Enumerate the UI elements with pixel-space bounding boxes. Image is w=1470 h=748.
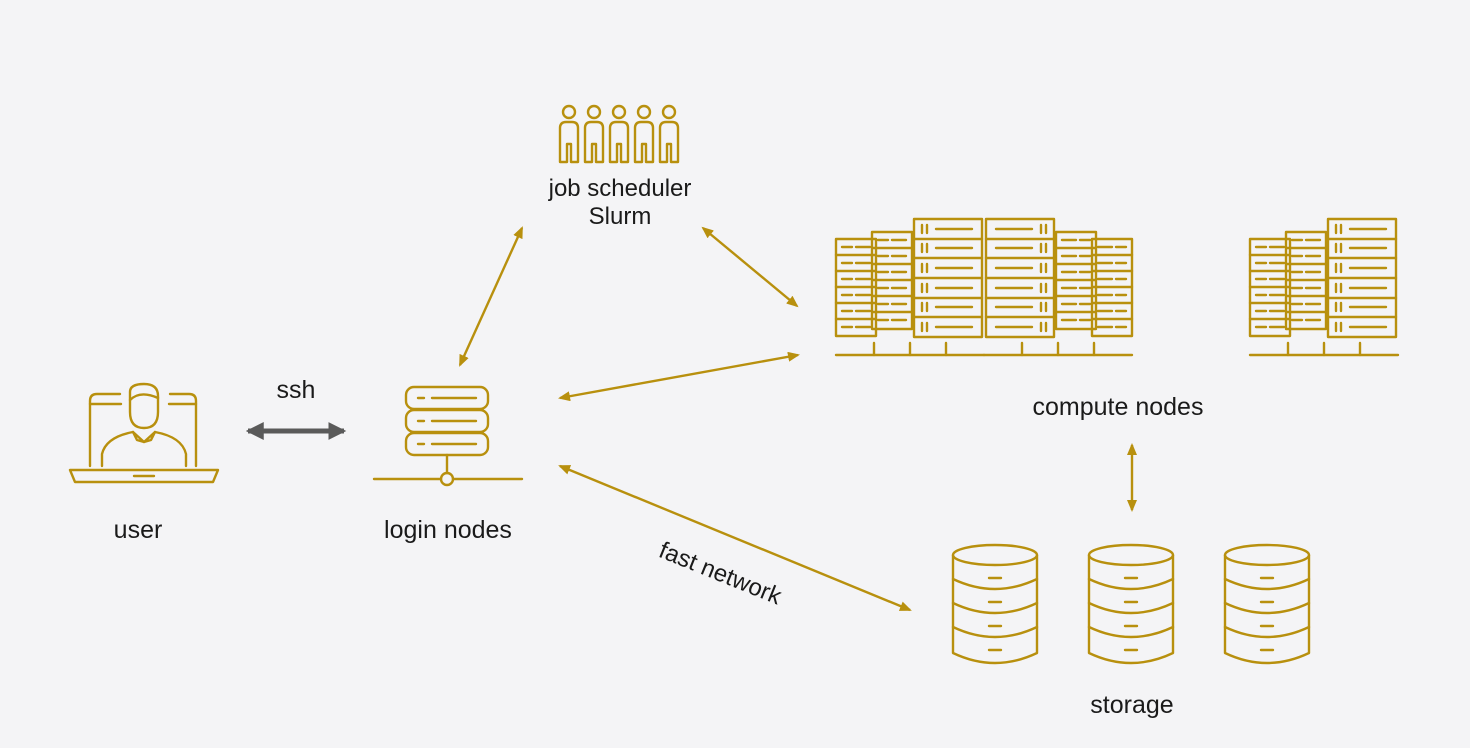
scheduler-people-icon: [558, 104, 680, 164]
login-storage-arrow: [558, 464, 912, 612]
compute-rack-icon: [984, 219, 1132, 355]
login-compute-arrow: [558, 351, 800, 402]
login-server-icon: [372, 385, 524, 487]
ssh-label: ssh: [276, 376, 316, 404]
storage-database-icon: [951, 543, 1039, 665]
storage-label: storage: [1090, 691, 1174, 719]
job-scheduler-label: job scheduler: [548, 175, 692, 202]
compute-nodes-label: compute nodes: [1032, 393, 1204, 421]
slurm-label: Slurm: [588, 203, 652, 230]
login-nodes-label: login nodes: [384, 516, 512, 544]
storage-database-icon: [1223, 543, 1311, 665]
user-label: user: [113, 516, 163, 544]
storage-database-icon: [1087, 543, 1175, 665]
compute-rack-icon: [1250, 219, 1398, 355]
compute-rack-icon: [836, 219, 984, 355]
scheduler-compute-arrow: [701, 226, 799, 308]
login-scheduler-arrow: [458, 226, 524, 367]
user-laptop-icon: [68, 382, 220, 484]
